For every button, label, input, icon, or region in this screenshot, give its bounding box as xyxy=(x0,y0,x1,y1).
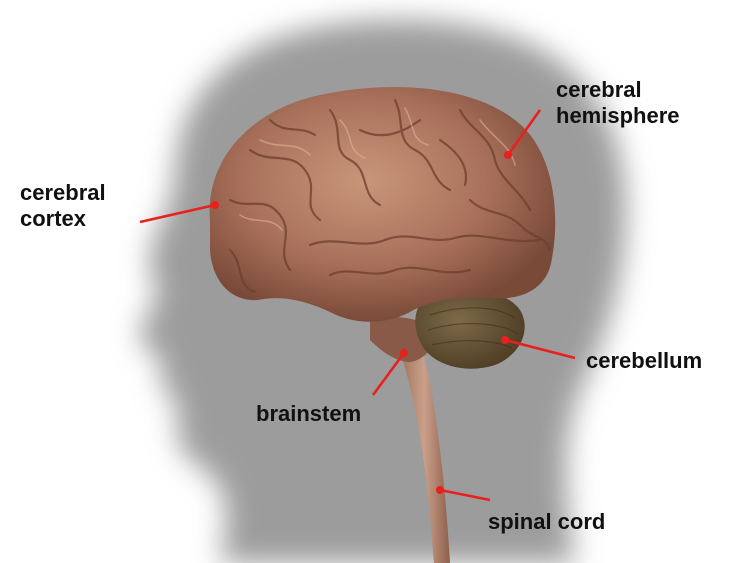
pointer-cerebral-hemisphere xyxy=(506,109,542,156)
label-cerebral-cortex: cerebral cortex xyxy=(20,180,106,231)
pointer-spinal-cord xyxy=(439,488,491,502)
label-cerebellum: cerebellum xyxy=(586,348,703,373)
dot-cerebral-cortex xyxy=(211,201,219,209)
pointer-cerebellum xyxy=(504,338,576,360)
cerebrum-shape xyxy=(209,87,556,322)
label-cerebral-hemisphere: cerebral hemisphere xyxy=(556,77,680,128)
dot-brainstem xyxy=(400,349,408,357)
dot-cerebellum xyxy=(501,336,509,344)
cerebellum-shape xyxy=(415,288,525,369)
dot-spinal-cord xyxy=(436,486,444,494)
dot-cerebral-hemisphere xyxy=(504,151,512,159)
pointer-dots xyxy=(211,151,512,494)
pointer-lines xyxy=(139,109,576,502)
label-brainstem: brainstem xyxy=(256,401,362,426)
label-spinal-cord: spinal cord xyxy=(488,509,606,534)
pointer-cerebral-cortex xyxy=(139,203,216,224)
spinal-cord-shape xyxy=(398,340,450,563)
pointer-brainstem xyxy=(371,352,406,396)
